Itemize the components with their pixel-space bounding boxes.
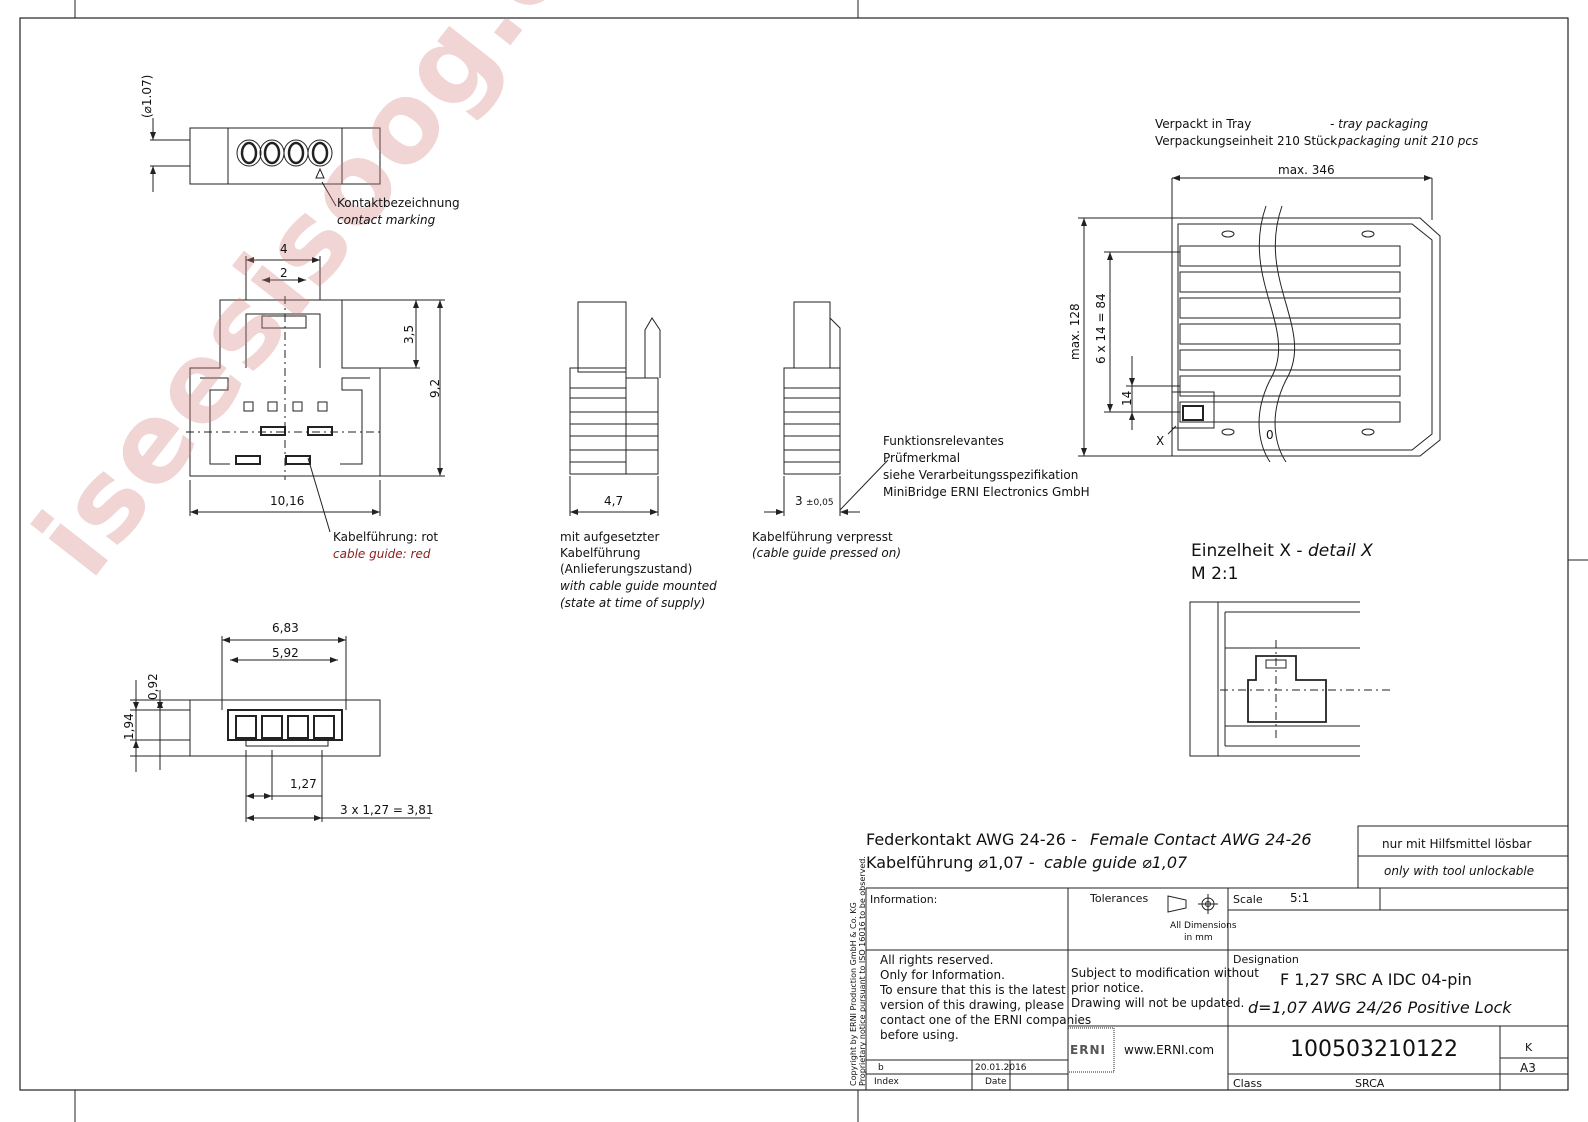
tray-packaging-en: - tray packaging: [1330, 117, 1429, 131]
caption-pressed-de: Kabelführung verpresst: [752, 530, 893, 544]
callout-cable-guide-de: Kabelführung: rot: [333, 530, 439, 544]
scale-value: 5:1: [1290, 891, 1310, 905]
website: www.ERNI.com: [1124, 1043, 1215, 1057]
erni-logo: ERNI: [1070, 1043, 1106, 1057]
designation-2: d=1,07 AWG 24/26 Positive Lock: [1248, 998, 1512, 1017]
index-label: Index: [874, 1077, 899, 1087]
dim-1-94: 1,94: [122, 713, 136, 740]
dim-14: 14: [1120, 390, 1134, 406]
designation-label: Designation: [1233, 953, 1299, 966]
heading2-en: cable guide ⌀1,07: [1044, 853, 1188, 872]
detail-x-view: [1189, 601, 1392, 757]
scale-label: Scale: [1233, 893, 1263, 906]
heading1-de: Federkontakt AWG 24-26 -: [866, 830, 1077, 849]
rights-3: To ensure that this is the latest: [880, 983, 1066, 997]
information-label: Information:: [870, 893, 938, 906]
dim-3: 3: [795, 494, 803, 508]
detail-title-en: detail X: [1308, 541, 1373, 561]
side-view-pressed: [764, 301, 889, 516]
part-number: 100503210122: [1290, 1037, 1458, 1062]
rights-5: contact one of the ERNI companies: [880, 1013, 1092, 1027]
dim-2: 2: [280, 266, 288, 280]
revision-letter: K: [1525, 1041, 1533, 1054]
dim-diameter: (⌀1.07): [140, 74, 154, 118]
dim-max-346: max. 346: [1278, 163, 1335, 177]
note-unlock-de: nur mit Hilfsmittel lösbar: [1382, 837, 1532, 851]
caption-mounted-2: Kabelführung: [560, 546, 641, 560]
label-0: 0: [1266, 428, 1274, 442]
function-note-3: siehe Verarbeitungsspezifikation: [883, 468, 1079, 482]
caption-mounted-en-2: (state at time of supply): [560, 596, 706, 610]
class-value: SRCA: [1355, 1077, 1385, 1090]
index-value: b: [878, 1063, 884, 1073]
dim-4: 4: [280, 242, 288, 256]
heading1-en: Female Contact AWG 24-26: [1090, 830, 1312, 849]
subject-3: Drawing will not be updated.: [1071, 996, 1245, 1010]
bottom-view: [130, 636, 430, 822]
dim-max-128: max. 128: [1068, 303, 1082, 360]
dim-9-2: 9,2: [428, 378, 442, 398]
tray-packaging-de: Verpackt in Tray: [1155, 117, 1252, 131]
rights-6: before using.: [880, 1028, 959, 1042]
sheet-size: A3: [1520, 1061, 1536, 1075]
dim-tolerance: ±0,05: [806, 498, 834, 508]
heading2-de: Kabelführung ⌀1,07 -: [866, 853, 1035, 872]
rights-1: All rights reserved.: [880, 953, 994, 967]
date-value: 20.01.2016: [975, 1063, 1027, 1073]
dim-10-16: 10,16: [270, 494, 305, 508]
side-view-mounted: [569, 301, 661, 516]
dim-rows: 6 x 14 = 84: [1094, 293, 1108, 364]
caption-mounted-1: mit aufgesetzter: [560, 530, 660, 544]
caption-pressed-en: (cable guide pressed on): [752, 546, 902, 560]
callout-contact-marking-de: Kontaktbezeichnung: [337, 196, 460, 210]
function-note-1: Funktionsrelevantes: [883, 434, 1004, 448]
in-mm: in mm: [1184, 933, 1213, 943]
date-label: Date: [985, 1077, 1007, 1087]
dim-0-92: 0,92: [146, 673, 160, 700]
designation-1: F 1,27 SRC A IDC 04-pin: [1280, 970, 1472, 989]
tray-view: [1078, 177, 1441, 463]
dim-3-5: 3,5: [402, 324, 416, 344]
label-x: X: [1156, 434, 1165, 448]
packaging-unit-en: - packaging unit 210 pcs: [1330, 134, 1479, 148]
proprietary-text: Proprietary notice pursuant to ISO 16016…: [858, 856, 867, 1086]
callout-contact-marking-en: contact marking: [337, 213, 436, 227]
dim-6-83: 6,83: [272, 621, 299, 635]
dim-5-92: 5,92: [272, 646, 299, 660]
title-block-lines: [865, 825, 1569, 1090]
caption-mounted-3: (Anlieferungszustand): [560, 562, 693, 576]
callout-cable-guide-en: cable guide: red: [333, 547, 431, 561]
caption-mounted-en-1: with cable guide mounted: [560, 579, 717, 593]
tolerances-label: Tolerances: [1090, 892, 1149, 905]
subject-1: Subject to modification without: [1071, 966, 1259, 980]
subject-2: prior notice.: [1071, 981, 1144, 995]
detail-scale: M 2:1: [1191, 564, 1239, 584]
dim-4-7: 4,7: [604, 494, 624, 508]
packaging-unit-de: Verpackungseinheit 210 Stück: [1155, 134, 1338, 148]
function-note-4: MiniBridge ERNI Electronics GmbH: [883, 485, 1090, 499]
all-dimensions: All Dimensions: [1170, 921, 1237, 931]
front-view: [186, 256, 445, 533]
dim-1-27: 1,27: [290, 777, 317, 791]
rights-4: version of this drawing, please: [880, 998, 1065, 1012]
function-note-2: Prüfmerkmal: [883, 451, 961, 465]
detail-title-de: Einzelheit X -: [1191, 541, 1303, 561]
rights-2: Only for Information.: [880, 968, 1005, 982]
dim-pitch: 3 x 1,27 = 3,81: [340, 803, 434, 817]
note-unlock-en: only with tool unlockable: [1384, 864, 1535, 878]
class-label: Class: [1233, 1077, 1262, 1090]
